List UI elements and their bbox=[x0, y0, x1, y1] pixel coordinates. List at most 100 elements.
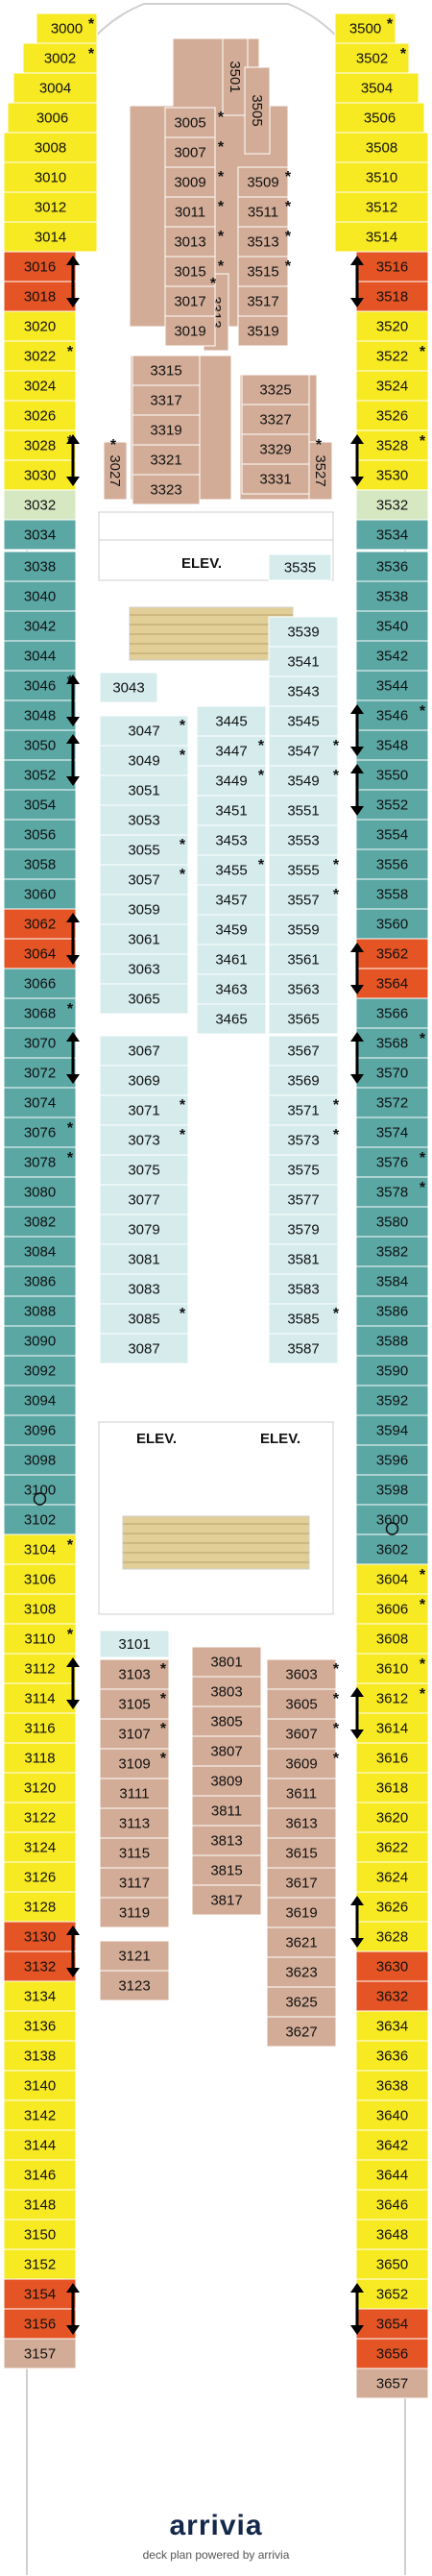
cabin-3124[interactable]: 3124 bbox=[3, 1831, 77, 1863]
cabin-3552[interactable]: 3552 bbox=[355, 789, 429, 821]
cabin-3634[interactable]: 3634 bbox=[355, 2010, 429, 2042]
cabin-3656[interactable]: 3656 bbox=[355, 2338, 429, 2369]
cabin-3567[interactable]: 3567 bbox=[268, 1035, 339, 1067]
cabin-3553[interactable]: 3553 bbox=[268, 824, 339, 856]
cabin-3622[interactable]: 3622 bbox=[355, 1831, 429, 1863]
cabin-3623[interactable]: 3623 bbox=[266, 1956, 337, 1988]
cabin-3568[interactable]: 3568 bbox=[355, 1027, 429, 1059]
cabin-3544[interactable]: 3544 bbox=[355, 670, 429, 701]
cabin-3094[interactable]: 3094 bbox=[3, 1385, 77, 1416]
cabin-3034[interactable]: 3034 bbox=[3, 519, 77, 551]
cabin-3016[interactable]: 3016 bbox=[3, 251, 77, 282]
cabin-3508[interactable]: 3508 bbox=[334, 132, 429, 163]
cabin-3640[interactable]: 3640 bbox=[355, 2099, 429, 2131]
cabin-3524[interactable]: 3524 bbox=[355, 370, 429, 402]
cabin-3536[interactable]: 3536 bbox=[355, 551, 429, 582]
cabin-3576[interactable]: 3576 bbox=[355, 1146, 429, 1178]
cabin-3081[interactable]: 3081 bbox=[99, 1243, 189, 1275]
cabin-3630[interactable]: 3630 bbox=[355, 1950, 429, 1982]
cabin-3534[interactable]: 3534 bbox=[355, 519, 429, 551]
cabin-3074[interactable]: 3074 bbox=[3, 1087, 77, 1118]
cabin-3646[interactable]: 3646 bbox=[355, 2189, 429, 2220]
cabin-3018[interactable]: 3018 bbox=[3, 281, 77, 312]
cabin-3582[interactable]: 3582 bbox=[355, 1236, 429, 1267]
cabin-3317[interactable]: 3317 bbox=[132, 384, 201, 416]
cabin-3563[interactable]: 3563 bbox=[268, 973, 339, 1005]
cabin-3043[interactable]: 3043 bbox=[99, 672, 158, 703]
cabin-3082[interactable]: 3082 bbox=[3, 1206, 77, 1238]
cabin-3611[interactable]: 3611 bbox=[266, 1778, 337, 1809]
cabin-3547[interactable]: 3547 bbox=[268, 735, 339, 767]
cabin-3574[interactable]: 3574 bbox=[355, 1116, 429, 1148]
cabin-3154[interactable]: 3154 bbox=[3, 2278, 77, 2310]
cabin-3327[interactable]: 3327 bbox=[241, 404, 310, 435]
cabin-3603[interactable]: 3603 bbox=[266, 1658, 337, 1690]
cabin-3596[interactable]: 3596 bbox=[355, 1444, 429, 1476]
cabin-3605[interactable]: 3605 bbox=[266, 1688, 337, 1720]
cabin-3120[interactable]: 3120 bbox=[3, 1772, 77, 1803]
cabin-3019[interactable]: 3019 bbox=[164, 315, 216, 347]
cabin-3561[interactable]: 3561 bbox=[268, 944, 339, 975]
cabin-3585[interactable]: 3585 bbox=[268, 1303, 339, 1335]
cabin-3557[interactable]: 3557 bbox=[268, 884, 339, 916]
cabin-3134[interactable]: 3134 bbox=[3, 1980, 77, 2012]
cabin-3022[interactable]: 3022 bbox=[3, 340, 77, 372]
cabin-3616[interactable]: 3616 bbox=[355, 1742, 429, 1774]
cabin-3044[interactable]: 3044 bbox=[3, 640, 77, 672]
cabin-3579[interactable]: 3579 bbox=[268, 1214, 339, 1245]
cabin-3500[interactable]: 3500 bbox=[334, 12, 396, 44]
cabin-3815[interactable]: 3815 bbox=[191, 1854, 262, 1886]
cabin-3506[interactable]: 3506 bbox=[334, 102, 425, 134]
cabin-3449[interactable]: 3449 bbox=[196, 765, 267, 797]
cabin-3092[interactable]: 3092 bbox=[3, 1355, 77, 1386]
cabin-3009[interactable]: 3009 bbox=[164, 166, 216, 198]
cabin-3117[interactable]: 3117 bbox=[99, 1867, 170, 1899]
cabin-3077[interactable]: 3077 bbox=[99, 1184, 189, 1215]
cabin-3613[interactable]: 3613 bbox=[266, 1807, 337, 1839]
cabin-3057[interactable]: 3057 bbox=[99, 864, 189, 895]
cabin-3150[interactable]: 3150 bbox=[3, 2219, 77, 2250]
cabin-3592[interactable]: 3592 bbox=[355, 1385, 429, 1416]
cabin-3538[interactable]: 3538 bbox=[355, 580, 429, 612]
cabin-3644[interactable]: 3644 bbox=[355, 2159, 429, 2191]
cabin-3657[interactable]: 3657 bbox=[355, 2367, 429, 2399]
cabin-3453[interactable]: 3453 bbox=[196, 824, 267, 856]
cabin-3148[interactable]: 3148 bbox=[3, 2189, 77, 2220]
cabin-3514[interactable]: 3514 bbox=[334, 221, 429, 253]
cabin-3007[interactable]: 3007 bbox=[164, 136, 216, 168]
cabin-3465[interactable]: 3465 bbox=[196, 1003, 267, 1035]
cabin-3551[interactable]: 3551 bbox=[268, 795, 339, 826]
cabin-3066[interactable]: 3066 bbox=[3, 968, 77, 999]
cabin-3146[interactable]: 3146 bbox=[3, 2159, 77, 2191]
cabin-3648[interactable]: 3648 bbox=[355, 2219, 429, 2250]
cabin-3128[interactable]: 3128 bbox=[3, 1891, 77, 1923]
cabin-3096[interactable]: 3096 bbox=[3, 1414, 77, 1446]
cabin-3028[interactable]: 3028 bbox=[3, 429, 77, 461]
cabin-3152[interactable]: 3152 bbox=[3, 2248, 77, 2280]
cabin-3549[interactable]: 3549 bbox=[268, 765, 339, 797]
cabin-3078[interactable]: 3078 bbox=[3, 1146, 77, 1178]
cabin-3138[interactable]: 3138 bbox=[3, 2040, 77, 2072]
cabin-3803[interactable]: 3803 bbox=[191, 1676, 262, 1707]
cabin-3032[interactable]: 3032 bbox=[3, 489, 77, 521]
cabin-3609[interactable]: 3609 bbox=[266, 1748, 337, 1779]
cabin-3463[interactable]: 3463 bbox=[196, 973, 267, 1005]
cabin-3565[interactable]: 3565 bbox=[268, 1003, 339, 1035]
cabin-3046[interactable]: 3046 bbox=[3, 670, 77, 701]
cabin-3455[interactable]: 3455 bbox=[196, 854, 267, 886]
cabin-3100[interactable]: 3100 bbox=[3, 1474, 77, 1506]
cabin-3505[interactable]: 3505 bbox=[244, 66, 271, 155]
cabin-3807[interactable]: 3807 bbox=[191, 1735, 262, 1767]
cabin-3042[interactable]: 3042 bbox=[3, 610, 77, 642]
cabin-3116[interactable]: 3116 bbox=[3, 1712, 77, 1744]
cabin-3606[interactable]: 3606 bbox=[355, 1593, 429, 1625]
cabin-3084[interactable]: 3084 bbox=[3, 1236, 77, 1267]
cabin-3512[interactable]: 3512 bbox=[334, 191, 429, 223]
cabin-3004[interactable]: 3004 bbox=[12, 72, 98, 104]
cabin-3130[interactable]: 3130 bbox=[3, 1921, 77, 1952]
cabin-3061[interactable]: 3061 bbox=[99, 923, 189, 955]
cabin-3006[interactable]: 3006 bbox=[7, 102, 98, 134]
cabin-3513[interactable]: 3513 bbox=[237, 226, 289, 258]
cabin-3518[interactable]: 3518 bbox=[355, 281, 429, 312]
cabin-3070[interactable]: 3070 bbox=[3, 1027, 77, 1059]
